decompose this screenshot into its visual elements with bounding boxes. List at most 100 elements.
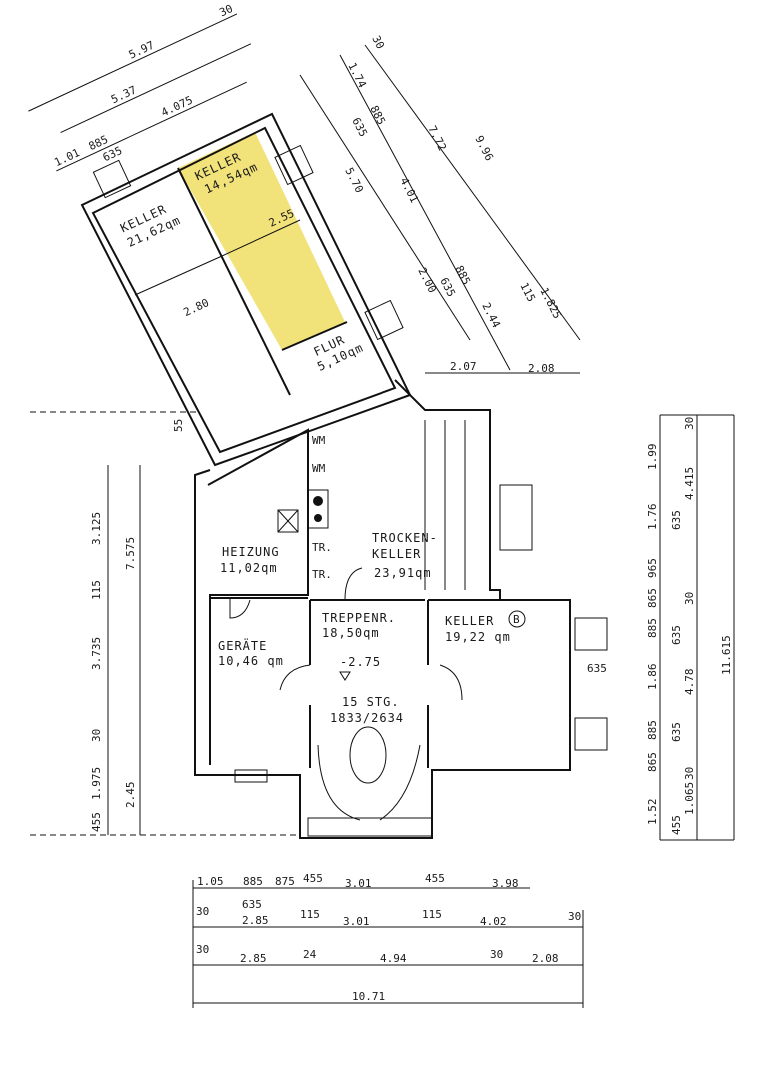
dim-label: 2.45 (124, 782, 137, 809)
dim-label: 4.01 (397, 175, 421, 205)
upper-walls (80, 112, 412, 467)
dim-label: 865 (646, 752, 659, 772)
dim-label: 30 (217, 2, 235, 19)
room-name: HEIZUNG (222, 545, 280, 559)
fixture-dryer: TR. (312, 568, 332, 581)
dim-label: 885 (243, 875, 263, 888)
dim-total: 10.71 (352, 990, 385, 1003)
dim-label: 5.70 (342, 165, 366, 195)
right-dimensions: 1.99 30 1.76 635 4.415 965 865 30 885 63… (646, 414, 735, 841)
dim-label: 3.01 (343, 915, 370, 928)
dim-label: 55 (172, 419, 185, 432)
dim-label: 30 (369, 33, 387, 51)
room-name: TROCKEN- (372, 531, 438, 545)
room-area: 19,22 qm (445, 630, 511, 644)
dim-label: 2.08 (528, 362, 555, 375)
dim-label: 30 (683, 767, 696, 780)
lower-walls (194, 379, 608, 839)
dim-label: 2.07 (450, 360, 477, 373)
dim-label: 1.52 (646, 799, 659, 826)
keller-m-highlight (178, 132, 345, 350)
dim-label: 30 (683, 417, 696, 430)
dim-label: 2.08 (532, 952, 559, 965)
stove-burner-icon (313, 496, 323, 506)
dim-label: 7.575 (124, 537, 137, 570)
dim-label: 3.735 (90, 637, 103, 670)
dim-label: 2.85 (240, 952, 267, 965)
dim-label: 1.76 (646, 504, 659, 531)
dim-label: 865 (646, 588, 659, 608)
dim-label: 1.05 (197, 875, 224, 888)
level-triangle-icon (339, 671, 351, 681)
room-area: 18,50qm (322, 626, 380, 640)
level-mark: -2.75 (340, 655, 381, 669)
dim-label: 7.72 (425, 123, 449, 153)
dim-label: 30 (490, 948, 503, 961)
dim-label: 2.85 (242, 914, 269, 927)
dim-label: 965 (646, 558, 659, 578)
dim-label: 3.01 (345, 877, 372, 890)
room-name: TREPPENR. (322, 611, 396, 625)
dim-label: 30 (196, 943, 209, 956)
dim-label: 2.80 (182, 296, 212, 319)
dim-label: 4.02 (480, 915, 507, 928)
dim-label: 455 (90, 812, 103, 832)
dim-label: 885 (367, 103, 388, 127)
fixture-washer: WM (312, 462, 326, 475)
fixture-dryer: TR. (312, 541, 332, 554)
room-area: 10,46 qm (218, 654, 284, 668)
dim-label: 11.615 (720, 635, 733, 675)
stairs-rise: 1833/2634 (330, 711, 404, 725)
dim-label: 635 (670, 510, 683, 530)
dim-label: 4.415 (683, 467, 696, 500)
dim-label: 1.99 (646, 444, 659, 471)
dim-label: 455 (670, 815, 683, 835)
dim-label: 1.74 (345, 60, 369, 90)
dim-label: 30 (568, 910, 581, 923)
dim-label: 635 (670, 722, 683, 742)
dim-label: 30 (683, 592, 696, 605)
dim-label: 115 (517, 280, 538, 304)
dim-label: 635 (242, 898, 262, 911)
room-area: 11,02qm (220, 561, 278, 575)
room-area: 23,91qm (374, 566, 432, 580)
room-name: KELLER (445, 614, 494, 628)
dim-label: 115 (422, 908, 442, 921)
dim-label: 3.125 (90, 512, 103, 545)
dim-label: 455 (303, 872, 323, 885)
dim-label: 635 (587, 662, 607, 675)
dim-label: 9.96 (472, 133, 496, 163)
stove-burner-icon (314, 514, 322, 522)
dim-label: 455 (425, 872, 445, 885)
badge-b-icon (508, 610, 526, 628)
dim-label: 1.065 (683, 782, 696, 815)
room-name: KELLER (372, 547, 421, 561)
dim-label: 30 (196, 905, 209, 918)
dim-label: 2.44 (479, 300, 503, 330)
dim-label: 885 (646, 720, 659, 740)
fixture-washer: WM (312, 434, 326, 447)
dim-label: 3.98 (492, 877, 519, 890)
top-dimensions: 5.97 30 5.37 4.075 1.01 885 635 (28, 2, 252, 172)
dim-label: 875 (275, 875, 295, 888)
room-badge: B (513, 613, 520, 626)
dim-label: 4.94 (380, 952, 407, 965)
room-name: GERÄTE (218, 638, 267, 653)
dim-label: 1.86 (646, 664, 659, 691)
dim-label: 635 (349, 115, 370, 139)
dim-label: 4.075 (159, 94, 195, 120)
bottom-dimensions: 1.05 885 875 455 3.01 455 3.98 30 635 2.… (192, 872, 584, 1008)
dim-label: 24 (303, 948, 317, 961)
dim-label: 4.78 (683, 669, 696, 696)
dim-label: 115 (90, 580, 103, 600)
dim-label: 30 (90, 729, 103, 742)
dim-label: 635 (437, 275, 458, 299)
dim-label: 885 (452, 263, 473, 287)
dim-label: 1.825 (537, 285, 564, 320)
dim-label: 115 (300, 908, 320, 921)
dim-label: 635 (670, 625, 683, 645)
dim-label: 885 (646, 618, 659, 638)
dim-label: 2.00 (415, 265, 439, 295)
left-dimensions: 3.125 115 7.575 3.735 30 1.975 2.45 455 (30, 411, 300, 836)
